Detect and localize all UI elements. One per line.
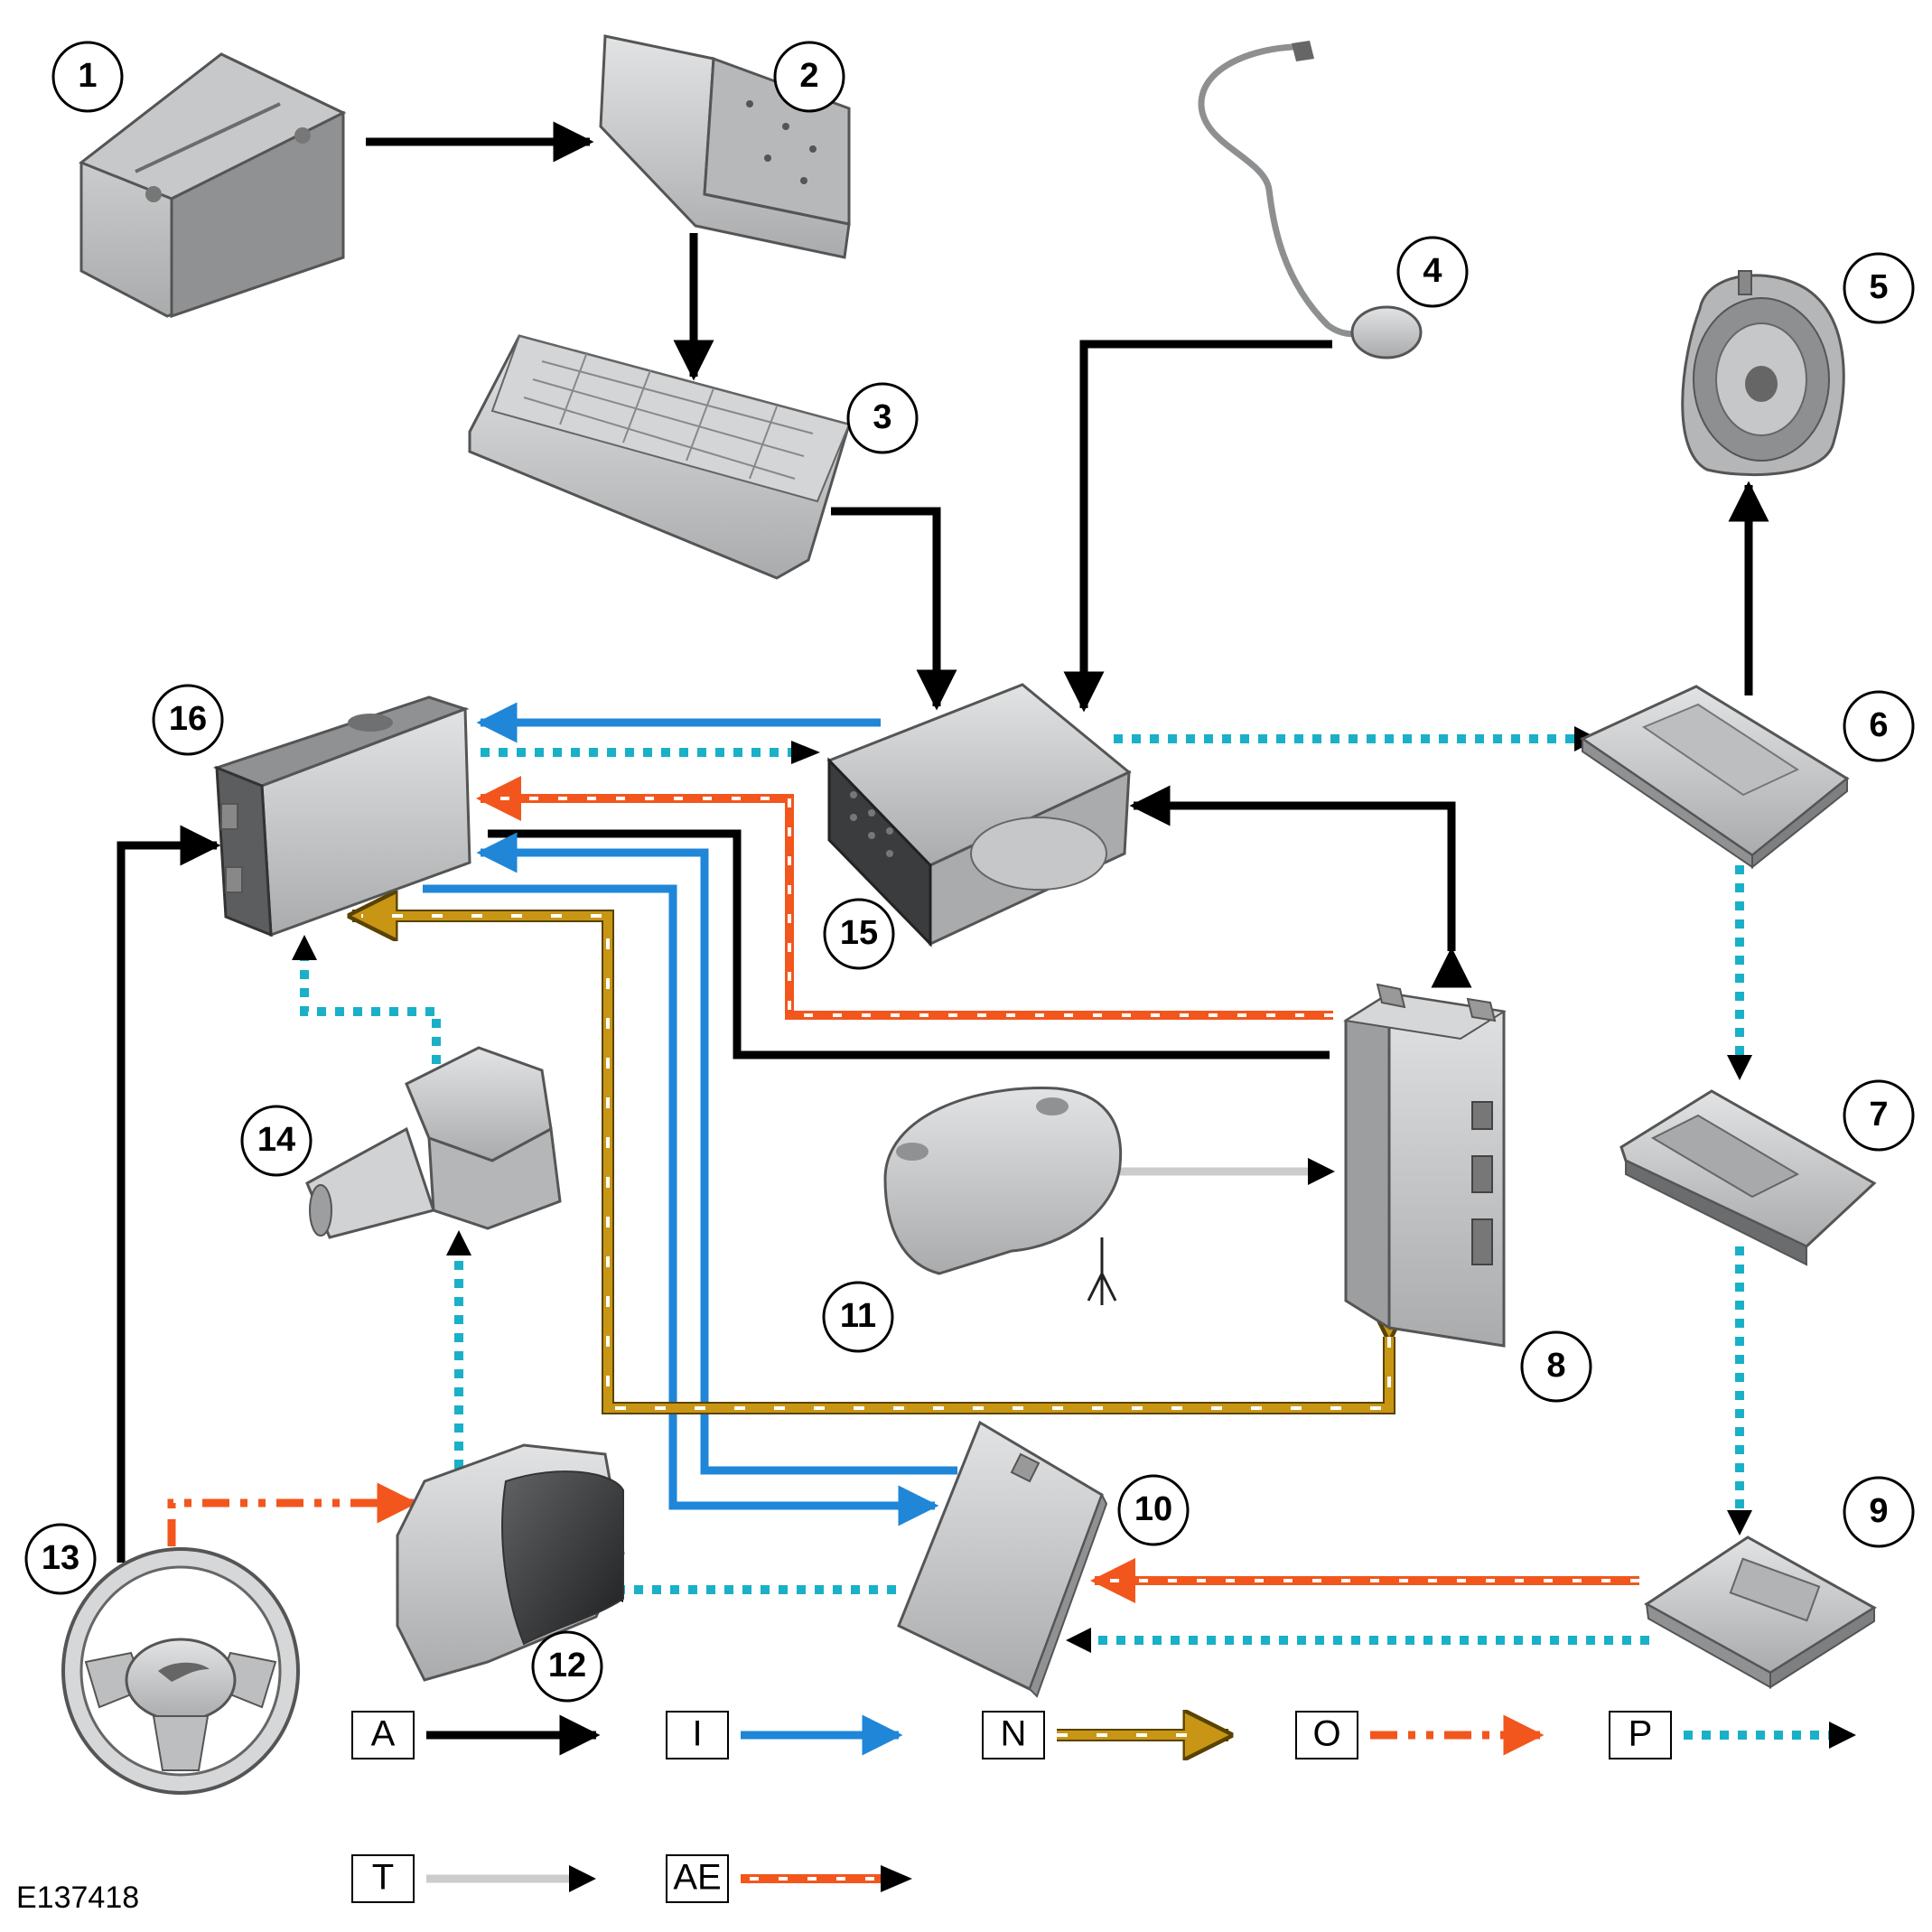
svg-text:9: 9 [1869, 1492, 1888, 1530]
touch-screen-icon [212, 695, 471, 938]
callout-2: 2 [773, 41, 845, 113]
key-item-AE: AE [666, 1854, 912, 1903]
key-item-T: T [351, 1854, 596, 1903]
svg-text:A: A [371, 1714, 396, 1754]
svg-text:13: 13 [42, 1539, 79, 1577]
callout-9: 9 [1843, 1476, 1915, 1548]
callout-15: 15 [823, 898, 895, 970]
svg-text:N: N [1001, 1714, 1027, 1754]
svg-text:3: 3 [873, 398, 891, 436]
key-item-P: P [1609, 1711, 1856, 1759]
callout-12: 12 [531, 1630, 603, 1703]
link-3-to-15 [831, 507, 957, 711]
antenna-cable-icon [1198, 41, 1423, 359]
instrument-cluster-icon [396, 1443, 625, 1682]
connection-lines [117, 121, 1769, 1653]
component-callouts: 1 2 3 4 5 6 7 8 9 10 11 12 13 14 15 16 [24, 41, 1915, 1703]
svg-text:7: 7 [1869, 1096, 1888, 1134]
figure-reference: E137418 [16, 1881, 139, 1915]
svg-text:P: P [1629, 1714, 1653, 1754]
amplifier-icon [1579, 685, 1850, 870]
svg-text:I: I [692, 1714, 702, 1754]
switch-pack-icon [305, 1046, 562, 1239]
link-8-to-16-orange [476, 776, 1333, 1020]
svg-text:O: O [1312, 1714, 1340, 1754]
key-item-N: N [982, 1712, 1228, 1759]
callout-8: 8 [1520, 1330, 1592, 1403]
svg-text:5: 5 [1869, 268, 1888, 306]
callout-1: 1 [51, 41, 124, 113]
svg-text:1: 1 [78, 57, 97, 95]
module-icon [1644, 1535, 1877, 1689]
callout-14: 14 [240, 1105, 313, 1177]
microphone-housing-icon [883, 1087, 1123, 1305]
link-4-to-15 [1063, 340, 1332, 713]
link-8-15-bidirectional [1129, 785, 1472, 988]
key-item-O: O [1295, 1711, 1545, 1759]
key-item-A: A [351, 1711, 601, 1759]
callout-5: 5 [1843, 252, 1915, 324]
svg-text:4: 4 [1423, 252, 1442, 290]
callout-7: 7 [1843, 1079, 1915, 1152]
callout-13: 13 [24, 1523, 97, 1595]
callout-16: 16 [152, 684, 224, 756]
svg-text:15: 15 [840, 914, 878, 952]
svg-text:12: 12 [548, 1647, 586, 1685]
link-14-to-16-cyan [300, 960, 441, 1064]
fuse-box-icon [468, 334, 851, 580]
svg-text:T: T [372, 1858, 394, 1898]
media-unit-icon [826, 683, 1132, 947]
module-icon [1619, 1089, 1877, 1266]
callout-11: 11 [822, 1281, 894, 1353]
svg-text:6: 6 [1869, 706, 1888, 744]
callout-3: 3 [846, 382, 919, 454]
svg-text:8: 8 [1546, 1347, 1565, 1385]
line-key: A I N O P [351, 1711, 1856, 1903]
link-13-to-12-orange [167, 1482, 418, 1546]
callout-6: 6 [1843, 690, 1915, 762]
steering-wheel-icon [61, 1547, 300, 1795]
callout-4: 4 [1396, 236, 1469, 308]
speaker-icon [1681, 270, 1845, 477]
callout-10: 10 [1117, 1474, 1190, 1546]
module-icon [1343, 983, 1507, 1348]
battery-icon [79, 52, 347, 319]
svg-text:14: 14 [257, 1121, 295, 1159]
svg-text:2: 2 [799, 57, 818, 95]
link-13-to-16 [117, 825, 221, 1563]
key-item-I: I [666, 1711, 903, 1759]
svg-text:AE: AE [673, 1858, 721, 1898]
svg-text:10: 10 [1134, 1490, 1172, 1528]
module-icon [897, 1420, 1108, 1698]
svg-text:11: 11 [840, 1297, 876, 1335]
svg-text:16: 16 [169, 700, 207, 738]
